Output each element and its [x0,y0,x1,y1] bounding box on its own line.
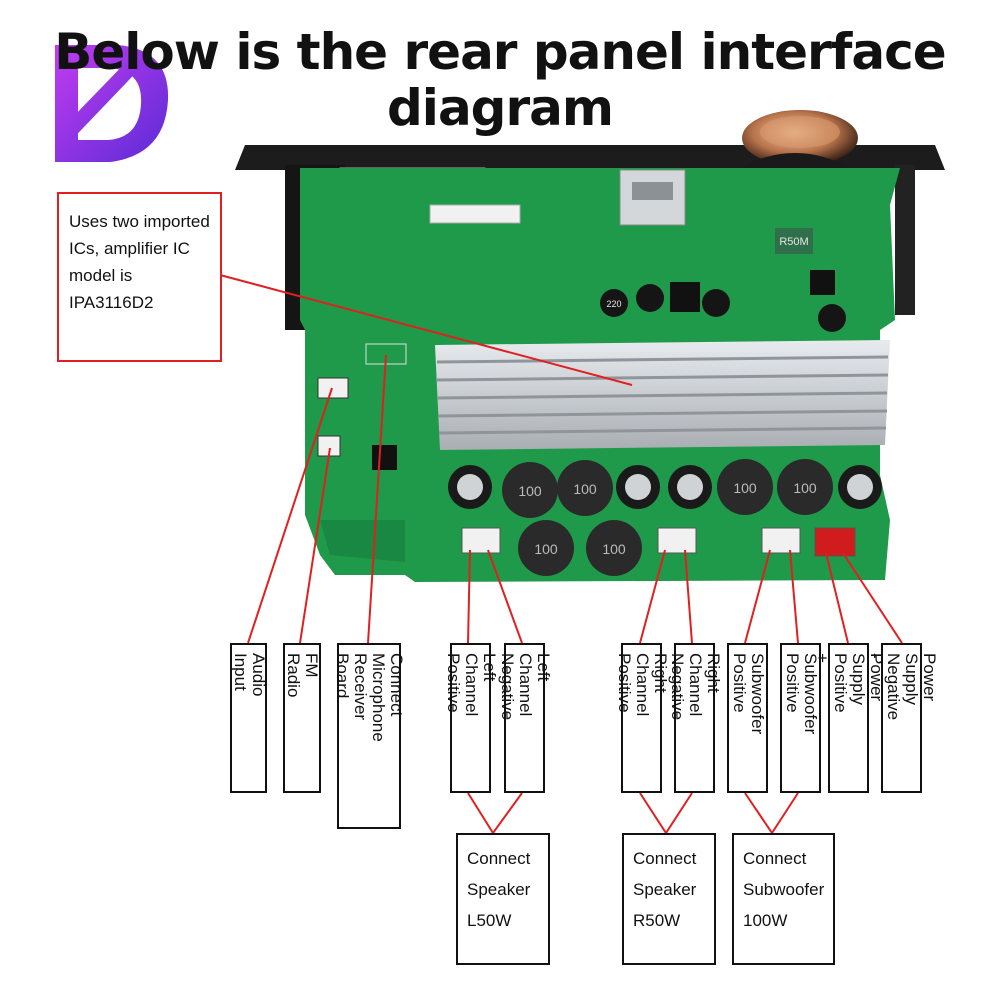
components-row [448,459,882,576]
amplifier-ic-callout: Uses two imported ICs, amplifier IC mode… [57,192,222,362]
page-title-line-2: diagram [387,79,614,137]
label-microphone-receiver: Connect Microphone Receiver Board [333,643,406,829]
label-subwoofer-positive-2: Subwoofer Positive [780,643,821,793]
label-left-positive: Left Channel Positive [444,643,499,793]
label-subwoofer-positive-1: Subwoofer Positive [727,643,768,793]
label-right-positive: Right Channel Positive [615,643,670,793]
label-audio-input: Audio Input [230,643,268,793]
box-speaker-left: Connect Speaker L50W [456,833,550,965]
box-subwoofer: Connect Subwoofer 100W [732,833,835,965]
page-title-line-1: Below is the rear panel interface [54,23,946,81]
bracket-lines [467,792,799,835]
box-speaker-right: Connect Speaker R50W [622,833,716,965]
callout-leader-line [219,274,633,386]
leader-lines [247,354,903,644]
label-fm-radio: FM Radio [283,643,321,793]
label-power-positive: Power Supply Positive + [813,643,886,793]
label-left-negative: Left Channel Negative [498,643,553,793]
label-power-negative: Power Supply Negative - [866,643,939,793]
heatsink [435,340,890,450]
brand-logo [55,45,169,162]
label-right-negative: Right Channel Negative [668,643,723,793]
